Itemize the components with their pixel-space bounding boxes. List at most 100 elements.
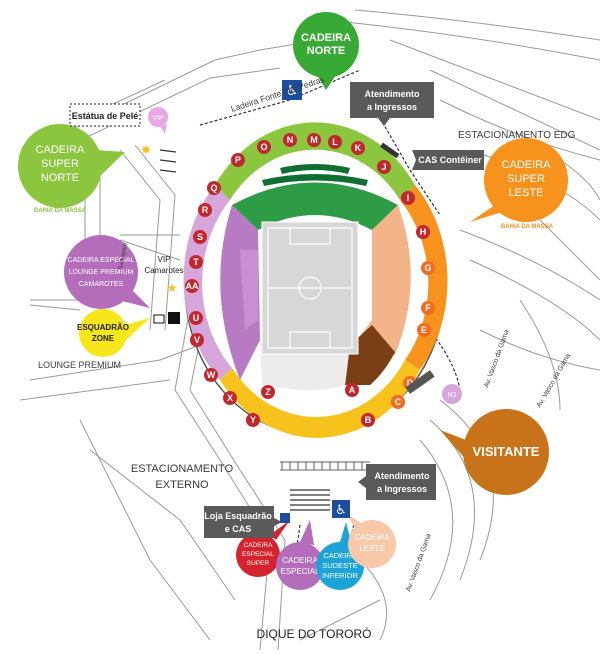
gate-w-circle[interactable]	[204, 368, 218, 382]
bubble-esquadrao-zone[interactable]: ESQUADRÃO ZONE	[77, 309, 150, 357]
gate-x[interactable]: X	[223, 391, 237, 405]
gate-e[interactable]: E	[417, 323, 431, 337]
pitch-lines	[267, 227, 353, 349]
gate-e-circle[interactable]	[417, 323, 431, 337]
hatched-walk	[159, 149, 330, 511]
gate-a-circle[interactable]	[345, 383, 359, 397]
gate-f[interactable]: F	[421, 301, 435, 315]
gate-l-circle[interactable]	[328, 135, 342, 149]
gate-w[interactable]: W	[204, 368, 218, 382]
gate-x-circle[interactable]	[223, 391, 237, 405]
svg-text:✸: ✸	[141, 143, 151, 157]
gate-k-circle[interactable]	[351, 141, 365, 155]
estacionamento-externo-line2: EXTERNO	[155, 479, 209, 491]
sector-north-upper-2[interactable]	[262, 174, 368, 186]
box-atendimento-bottom[interactable]: Atendimento a Ingressos	[358, 464, 436, 500]
bahia-massa-left: BAHIA DA MASSA	[34, 208, 87, 214]
pedestrian-bridge	[280, 461, 370, 471]
gate-q[interactable]: Q	[207, 181, 221, 195]
bubble-cadeira-especial[interactable]: CADEIRA ESPECIAL	[276, 520, 324, 590]
gate-l[interactable]: L	[328, 135, 342, 149]
lounge-premium-label: LOUNGE PREMIUM	[38, 360, 121, 370]
gate-c-circle[interactable]	[391, 395, 405, 409]
bubble-cadeira-super-norte[interactable]: CADEIRA SUPER NORTE	[18, 124, 125, 208]
vip-kiosk	[153, 314, 165, 324]
sector-east-stand[interactable]	[350, 205, 411, 355]
box-atendimento-top[interactable]: Atendimento a Ingressos	[350, 82, 434, 126]
gate-p[interactable]: P	[231, 153, 245, 167]
sector-west-inner[interactable]	[240, 250, 258, 330]
gate-i[interactable]: I	[401, 191, 415, 205]
gate-r[interactable]: R	[198, 203, 212, 217]
sector-north-stand[interactable]	[232, 182, 398, 231]
sector-east-ring[interactable]	[400, 185, 448, 370]
box-loja[interactable]: Loja Esquadrão e CAS	[204, 506, 282, 538]
gate-s[interactable]: S	[193, 230, 207, 244]
av-vasco-label-2: Av. Vasco da Gama	[536, 353, 573, 409]
gate-aa[interactable]: AA	[185, 279, 199, 293]
bubble-cadeira-super-leste[interactable]: CADEIRA SUPER LESTE	[470, 138, 568, 222]
gate-g[interactable]: G	[421, 261, 435, 275]
bubble-visitante[interactable]: VISITANTE	[440, 409, 549, 495]
bahia-massa-right: BAHIA DA MASSA	[501, 224, 554, 230]
vip-camarotes-line2: Camarotes	[144, 266, 183, 275]
gate-u-circle[interactable]	[189, 311, 203, 325]
gate-z-circle[interactable]	[261, 385, 275, 399]
gate-b[interactable]: B	[361, 413, 375, 427]
gate-v[interactable]: V	[190, 333, 204, 347]
gate-p-circle[interactable]	[231, 153, 245, 167]
gate-a[interactable]: A	[345, 383, 359, 397]
estatua-label: Estátua de Pelé	[72, 111, 139, 121]
wheelchair-icon-small	[280, 513, 290, 523]
gate-r-circle[interactable]	[198, 203, 212, 217]
gate-m-circle[interactable]	[307, 133, 321, 147]
gate-b-circle[interactable]	[361, 413, 375, 427]
gate-g-circle[interactable]	[421, 261, 435, 275]
east-barrier	[405, 370, 435, 394]
gate-m[interactable]: M	[307, 133, 321, 147]
vip-camarotes-line1: VIP	[158, 255, 171, 264]
gate-z[interactable]: Z	[261, 385, 275, 399]
gate-j-circle[interactable]	[377, 160, 391, 174]
svg-text:♿: ♿	[286, 83, 299, 99]
gate-c[interactable]: C	[391, 395, 405, 409]
gate-n-circle[interactable]	[283, 133, 297, 147]
gate-t[interactable]: T	[189, 255, 203, 269]
wheelchair-icon-bottom: ♿	[332, 500, 350, 518]
gate-aa-circle[interactable]	[185, 279, 199, 293]
gate-t-circle[interactable]	[189, 255, 203, 269]
gate-y-circle[interactable]	[246, 413, 260, 427]
gate-s-circle[interactable]	[193, 230, 207, 244]
av-vasco-label-3: Av. Vasco da Gama	[405, 533, 433, 593]
gate-u[interactable]: U	[189, 311, 203, 325]
gate-o[interactable]: O	[257, 140, 271, 154]
gate-h-circle[interactable]	[416, 225, 430, 239]
gate-y[interactable]: Y	[246, 413, 260, 427]
sector-north-upper[interactable]	[280, 164, 350, 174]
gate-k[interactable]: K	[351, 141, 365, 155]
stadium	[183, 122, 448, 438]
gate-f-circle[interactable]	[421, 301, 435, 315]
estatua-pele[interactable]: Estátua de Pelé	[69, 103, 141, 127]
star-icon-statue: ✸	[141, 143, 151, 157]
vip-entrance-block	[168, 312, 180, 324]
gate-q-circle[interactable]	[207, 181, 221, 195]
estacionamento-externo-line1: ESTACIONAMENTO	[131, 463, 234, 475]
gate-h[interactable]: H	[416, 225, 430, 239]
svg-text:★: ★	[167, 281, 178, 295]
gate-o-circle[interactable]	[257, 140, 271, 154]
bubble-cadeira-norte[interactable]: CADEIRA NORTE	[293, 12, 359, 90]
gate-n[interactable]: N	[283, 133, 297, 147]
wheelchair-icon-top: ♿	[282, 80, 302, 100]
gate-i-circle[interactable]	[401, 191, 415, 205]
box-cas-conteiner[interactable]: CAS Contêiner	[412, 150, 484, 170]
bubble-vip-top[interactable]: VIP	[148, 107, 168, 134]
svg-text:♿: ♿	[335, 503, 347, 518]
gate-j[interactable]: J	[377, 160, 391, 174]
bubble-n2[interactable]: N2	[442, 384, 462, 404]
gate-v-circle[interactable]	[190, 333, 204, 347]
sector-west-stand[interactable]	[220, 205, 260, 380]
ladeira-label: Ladeira Fonte das Pedras	[230, 74, 326, 114]
